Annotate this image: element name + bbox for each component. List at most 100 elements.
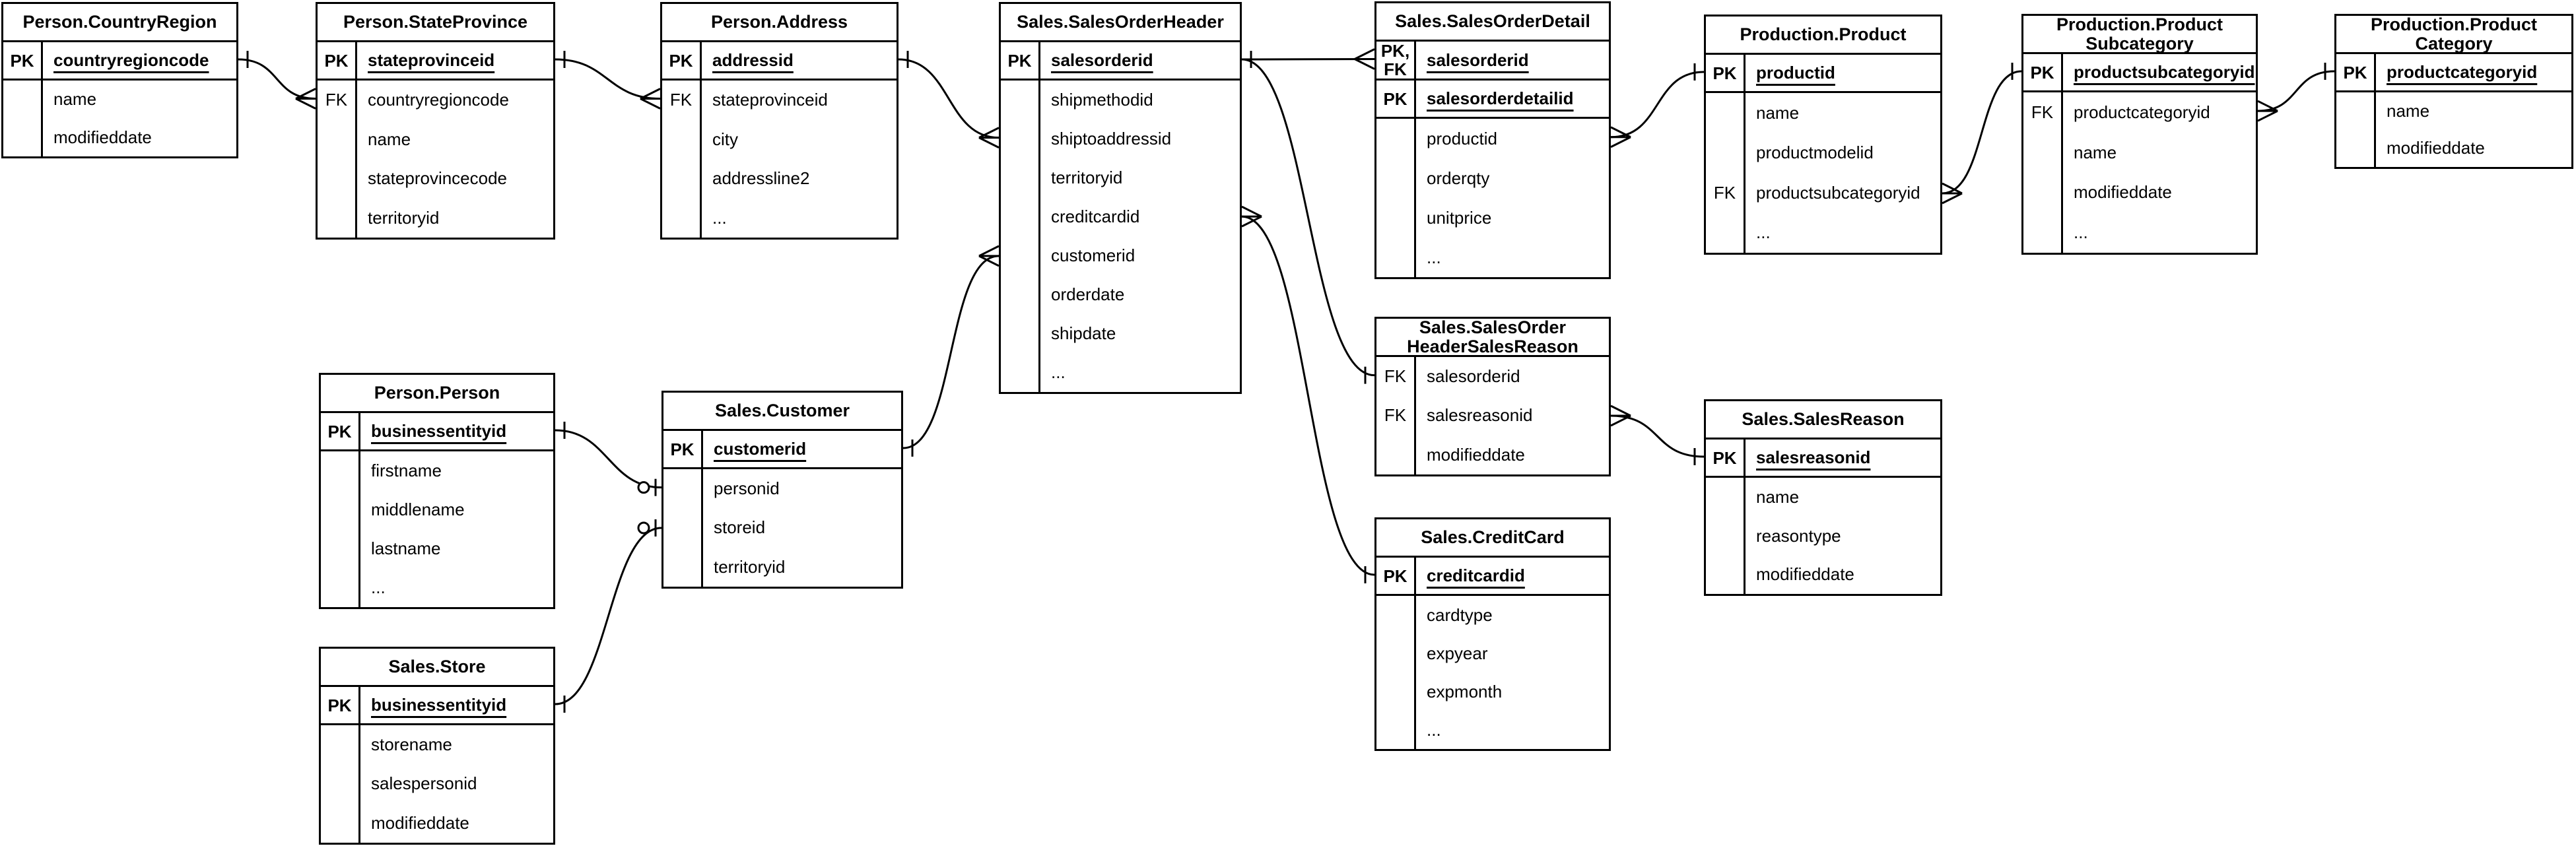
field-row-addressline2[interactable]: addressline2 [702, 159, 897, 199]
relationship-stateprovince-address[interactable] [555, 51, 661, 110]
field-row-name[interactable]: name [2376, 92, 2571, 130]
relationship-address-salesorderheader[interactable] [898, 51, 1000, 148]
field-row-orderdate[interactable]: orderdate [1040, 275, 1240, 314]
field-row-name[interactable]: name [2063, 133, 2256, 173]
field-row-etcetcetc[interactable]: ... [2063, 212, 2256, 253]
relationship-salesorderheader-salesorderdetail[interactable] [1241, 48, 1375, 70]
field-name-text: ... [1051, 362, 1066, 382]
field-row-creditcardid[interactable]: creditcardid [1040, 197, 1240, 236]
field-row-lastname[interactable]: lastname [360, 529, 553, 568]
relationship-headersalesreason-salesreason[interactable] [1610, 405, 1705, 465]
field-row-shipdate[interactable]: shipdate [1040, 314, 1240, 353]
field-row-etcetcetc[interactable]: ... [1416, 711, 1609, 749]
relationship-salesorderheader-creditcard[interactable] [1241, 205, 1375, 583]
field-row-salesorderid[interactable]: salesorderid [1416, 357, 1609, 396]
field-row-orderqty[interactable]: orderqty [1416, 158, 1609, 198]
field-row-territoryid[interactable]: territoryid [703, 548, 901, 587]
key-label-line: PK [1712, 447, 1737, 468]
field-row-name[interactable]: name [1746, 93, 1940, 133]
field-row-modifieddate[interactable]: modifieddate [2063, 173, 2256, 213]
field-row-etcetcetc[interactable]: ... [1746, 213, 1940, 253]
key-label: PK [662, 42, 702, 79]
field-row-modifieddate[interactable]: modifieddate [1416, 436, 1609, 474]
field-row-stateprovinceid[interactable]: stateprovinceid [702, 81, 897, 120]
field-row-cardtype[interactable]: cardtype [1416, 596, 1609, 634]
relationship-customer-salesorderheader[interactable] [902, 245, 1000, 457]
field-row-modifieddate[interactable]: modifieddate [1746, 555, 1940, 594]
relationship-salesorderdetail-product[interactable] [1610, 63, 1705, 148]
field-row-stateprovincecode[interactable]: stateprovincecode [357, 159, 553, 199]
field-row-productmodelid[interactable]: productmodelid [1746, 133, 1940, 174]
field-row-shipmethodid[interactable]: shipmethodid [1040, 81, 1240, 119]
relationship-productsubcategory-productcategory[interactable] [2257, 63, 2335, 122]
field-row-shiptoaddressid[interactable]: shiptoaddressid [1040, 119, 1240, 158]
field-row-name[interactable]: name [1746, 478, 1940, 517]
field-row-storeid[interactable]: storeid [703, 508, 901, 547]
empty-label [1706, 213, 1744, 253]
field-row-unitprice[interactable]: unitprice [1416, 198, 1609, 238]
relationship-countryregion-stateprovince[interactable] [238, 51, 316, 110]
field-row-storename[interactable]: storename [360, 725, 553, 764]
field-row-firstname[interactable]: firstname [360, 451, 553, 490]
field-row-name[interactable]: name [43, 81, 236, 119]
field-row-modifieddate[interactable]: modifieddate [43, 119, 236, 157]
field-row-city[interactable]: city [702, 120, 897, 160]
relationship-store-customer[interactable] [555, 519, 662, 713]
field-row-productid[interactable]: productid [1416, 119, 1609, 158]
field-row-salesreasonid[interactable]: salesreasonid [1416, 396, 1609, 435]
field-row-salespersonid[interactable]: salespersonid [360, 764, 553, 803]
field-row-etcetcetc[interactable]: ... [1040, 353, 1240, 392]
field-row-etcetcetc[interactable]: ... [1416, 238, 1609, 277]
field-name-text: creditcardid [1427, 566, 1525, 585]
field-row-productcategoryid[interactable]: productcategoryid [2063, 92, 2256, 133]
field-row-territoryid[interactable]: territoryid [1040, 158, 1240, 197]
relationship-salesorderheader-headersalesreason[interactable] [1241, 51, 1375, 384]
field-row-productsubcategoryid[interactable]: productsubcategoryid [1746, 173, 1940, 213]
field-row-expmonth[interactable]: expmonth [1416, 672, 1609, 711]
relationship-person-customer[interactable] [555, 422, 662, 496]
field-row-customerid[interactable]: customerid [1040, 236, 1240, 275]
field-row-name[interactable]: name [357, 120, 553, 160]
table-title-line: Person.StateProvince [343, 12, 528, 32]
field-row-etcetcetc[interactable]: ... [702, 199, 897, 238]
field-row-expyear[interactable]: expyear [1416, 634, 1609, 672]
field-row-middlename[interactable]: middlename [360, 490, 553, 529]
field-row-territoryid[interactable]: territoryid [357, 199, 553, 238]
field-row-reasontype[interactable]: reasontype [1746, 517, 1940, 556]
field-row-countryregioncode[interactable]: countryregioncode [357, 81, 553, 120]
field-row-modifieddate[interactable]: modifieddate [2376, 130, 2571, 168]
field-name-text: salesorderid [1051, 50, 1153, 70]
field-row-etcetcetc[interactable]: ... [360, 568, 553, 607]
field-row-modifieddate[interactable]: modifieddate [360, 804, 553, 843]
field-row-personid[interactable]: personid [703, 469, 901, 508]
relationship-product-productsubcategory[interactable] [1942, 63, 2022, 205]
